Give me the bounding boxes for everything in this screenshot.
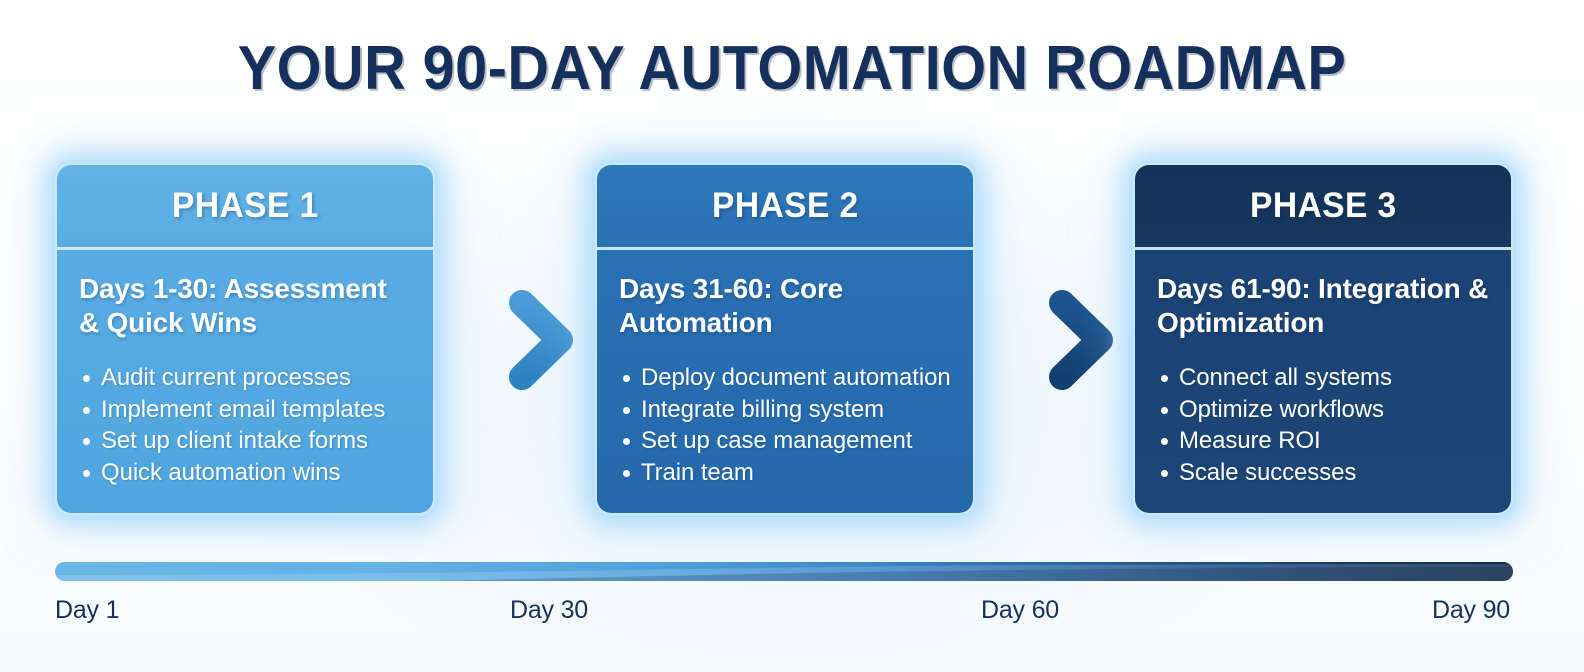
list-item: Set up case management — [623, 425, 953, 457]
arrow-phase1-to-phase2-icon — [447, 283, 590, 398]
phase-card-3-body: Days 61-90: Integration & Optimization C… — [1135, 250, 1511, 513]
phase-card-1-list: Audit current processes Implement email … — [79, 362, 413, 488]
list-item: Integrate billing system — [623, 394, 953, 426]
list-item: Audit current processes — [83, 362, 413, 394]
page-title: YOUR 90-DAY AUTOMATION ROADMAP — [237, 34, 1347, 103]
phase-card-2-body: Days 31-60: Core Automation Deploy docum… — [597, 250, 973, 513]
list-item: Train team — [623, 457, 953, 489]
phase-card-1-body: Days 1-30: Assessment & Quick Wins Audit… — [57, 250, 433, 513]
list-item: Quick automation wins — [83, 457, 413, 489]
timeline-label-day-30: Day 30 — [510, 596, 589, 624]
phase-card-1-subtitle: Days 1-30: Assessment & Quick Wins — [79, 273, 387, 339]
phase-card-1: PHASE 1 Days 1-30: Assessment & Quick Wi… — [55, 163, 435, 515]
phase-card-2-list: Deploy document automation Integrate bil… — [619, 362, 953, 488]
timeline-label-day-1: Day 1 — [55, 596, 120, 624]
timeline-label-day-90: Day 90 — [1432, 596, 1511, 624]
list-item: Set up client intake forms — [83, 425, 413, 457]
phase-card-3: PHASE 3 Days 61-90: Integration & Optimi… — [1133, 163, 1513, 515]
phase-card-3-header-label: PHASE 3 — [1249, 186, 1397, 225]
phase-card-2-subtitle: Days 31-60: Core Automation — [619, 273, 844, 339]
phase-card-3-header: PHASE 3 — [1135, 165, 1511, 250]
phase-card-2-header-label: PHASE 2 — [711, 186, 859, 225]
list-item: Measure ROI — [1161, 425, 1491, 457]
phase-card-3-list: Connect all systems Optimize workflows M… — [1157, 362, 1491, 488]
phase-card-2: PHASE 2 Days 31-60: Core Automation Depl… — [595, 163, 975, 515]
timeline-label-day-60: Day 60 — [981, 596, 1060, 624]
phase-card-3-subtitle: Days 61-90: Integration & Optimization — [1157, 273, 1489, 339]
phase-card-1-header-label: PHASE 1 — [171, 186, 319, 225]
list-item: Deploy document automation — [623, 362, 953, 394]
list-item: Scale successes — [1161, 457, 1491, 489]
phase-card-1-header: PHASE 1 — [57, 165, 433, 250]
list-item: Connect all systems — [1161, 362, 1491, 394]
list-item: Implement email templates — [83, 394, 413, 426]
timeline-wave-overlay — [55, 564, 1513, 581]
list-item: Optimize workflows — [1161, 394, 1491, 426]
timeline: Day 1 Day 30 Day 60 Day 90 — [0, 556, 1584, 624]
arrow-phase2-to-phase3-icon — [987, 283, 1130, 398]
phase-card-2-header: PHASE 2 — [597, 165, 973, 250]
timeline-bar — [55, 562, 1513, 581]
